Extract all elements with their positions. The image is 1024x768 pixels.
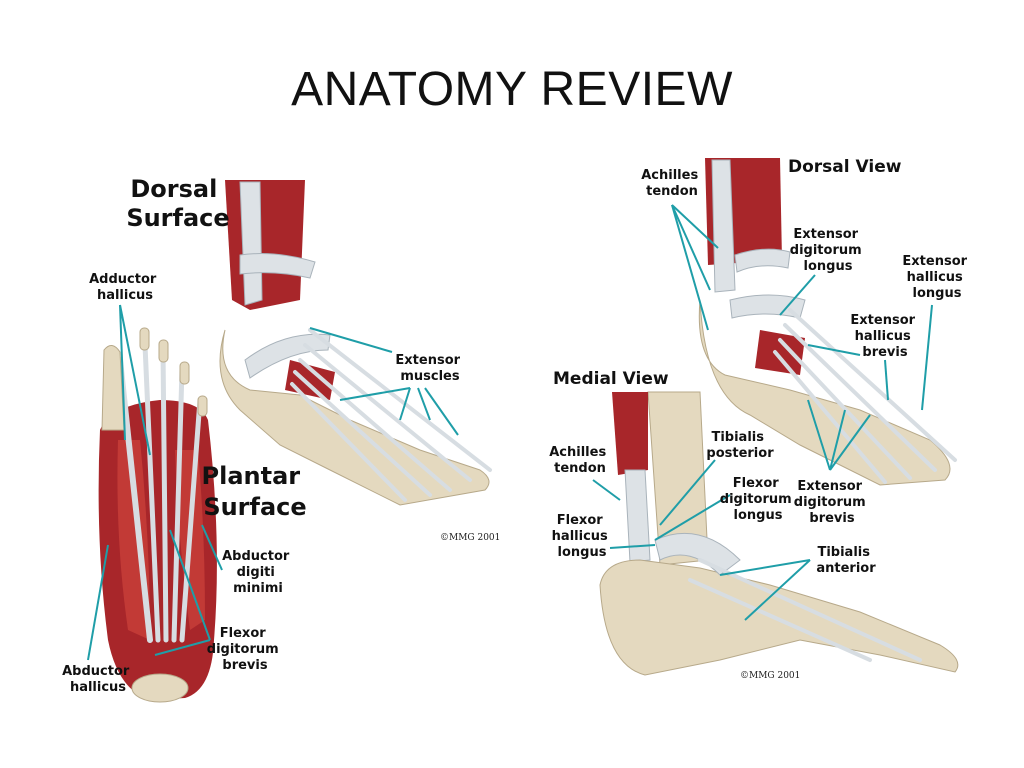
medial-view-heading: Medial View	[553, 369, 669, 389]
label-tibialis-posterior: Tibialis posterior	[706, 430, 774, 461]
dorsal-view-foot-illustration	[698, 158, 957, 486]
dorsal-foot-illustration	[219, 180, 492, 506]
plantar-foot-illustration	[98, 327, 217, 703]
label-flexor-hallicus-longus: Flexor hallicus longus	[552, 513, 613, 560]
dorsal-view-heading: Dorsal View	[788, 157, 902, 177]
label-achilles-tendon-dorsal: Achilles tendon	[641, 168, 702, 199]
label-extensor-muscles: Extensor muscles	[395, 353, 464, 384]
copyright-right: ©MMG 2001	[740, 671, 800, 681]
medial-view-foot-illustration	[599, 391, 959, 676]
dorsal-surface-heading: Dorsal Surface	[126, 175, 229, 232]
label-adductor-hallicus: Adductor hallicus	[89, 272, 161, 303]
label-extensor-hallicus-brevis: Extensor hallicus brevis	[850, 313, 919, 360]
slide-title: ANATOMY REVIEW	[291, 63, 733, 116]
label-flexor-digitorum-longus: Flexor digitorum longus	[720, 476, 796, 523]
label-extensor-digitorum-brevis: Extensor digitorum brevis	[794, 479, 870, 526]
plantar-surface-heading: Plantar Surface	[202, 462, 309, 521]
label-achilles-tendon-medial: Achilles tendon	[549, 445, 610, 476]
leader-lines	[87, 204, 933, 661]
label-abductor-digiti-minimi: Abductor digiti minimi	[222, 549, 294, 596]
label-extensor-digitorum-longus: Extensor digitorum longus	[790, 227, 866, 274]
label-flexor-digitorum-brevis: Flexor digitorum brevis	[207, 626, 283, 673]
label-tibialis-anterior: Tibialis anterior	[816, 545, 876, 576]
copyright-left: ©MMG 2001	[440, 533, 500, 543]
label-abductor-hallicus: Abductor hallicus	[62, 664, 134, 695]
label-extensor-hallicus-longus: Extensor hallicus longus	[902, 254, 971, 301]
